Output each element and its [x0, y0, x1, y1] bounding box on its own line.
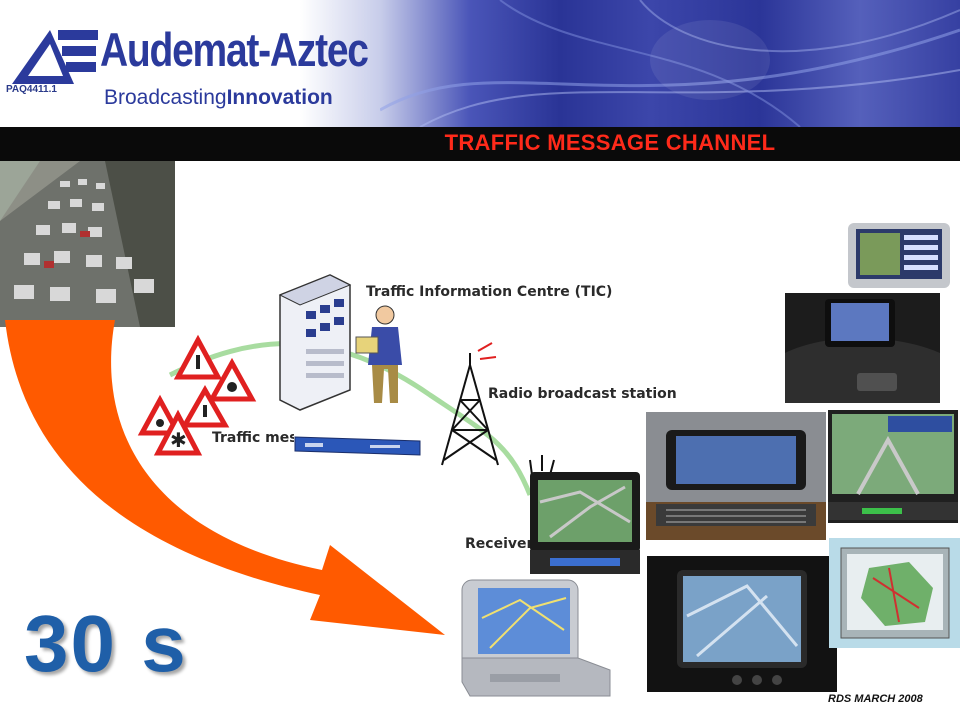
- map-screen-photo: [829, 538, 960, 648]
- countdown-timer: 30 s: [24, 599, 188, 688]
- nav-head-unit-photo: [828, 410, 958, 523]
- svg-text:✱: ✱: [170, 428, 187, 452]
- receiver-label: Receiver: [465, 536, 534, 552]
- footer-text: RDS MARCH 2008: [828, 693, 923, 705]
- tagline-regular: Broadcasting: [104, 86, 227, 109]
- banner-wave-graphic: [380, 0, 960, 127]
- brand-name: Audemat-Aztec: [100, 23, 369, 76]
- receiver-head-unit-photo: [530, 472, 640, 574]
- operator-person-icon: [355, 305, 402, 403]
- warning-signs-icon: [137, 334, 257, 456]
- portable-navigation-unit-photo: [461, 579, 611, 697]
- slide-title: TRAFFIC MESSAGE CHANNEL: [444, 130, 776, 155]
- tic-label: Traffic Information Centre (TIC): [366, 284, 613, 300]
- car-console-screen-photo: [646, 412, 826, 540]
- orange-arrow-icon: [5, 320, 445, 635]
- document-reference: PAQ4411.1: [6, 84, 57, 95]
- tmc-diagram: ✱: [137, 274, 555, 496]
- car-dashboard-screen-photo: [785, 293, 940, 403]
- server-cabinet-icon: [278, 274, 352, 411]
- traffic-message-label: Traffic mess: [212, 430, 294, 446]
- tagline-bold: Innovation: [226, 86, 333, 109]
- radio-tower-icon: [441, 353, 499, 466]
- title-bar: [0, 127, 960, 161]
- nav-screen-photo-1: [848, 223, 950, 288]
- brand-tagline: BroadcastingInnovation: [104, 86, 333, 110]
- audemat-logo-icon: [12, 30, 98, 84]
- rds-encoder-unit-icon: [294, 436, 421, 456]
- radio-station-label: Radio broadcast station: [488, 386, 677, 402]
- traffic-jam-photo: [0, 161, 175, 327]
- car-dash-nav-photo: [647, 556, 837, 692]
- header-banner: [0, 0, 960, 127]
